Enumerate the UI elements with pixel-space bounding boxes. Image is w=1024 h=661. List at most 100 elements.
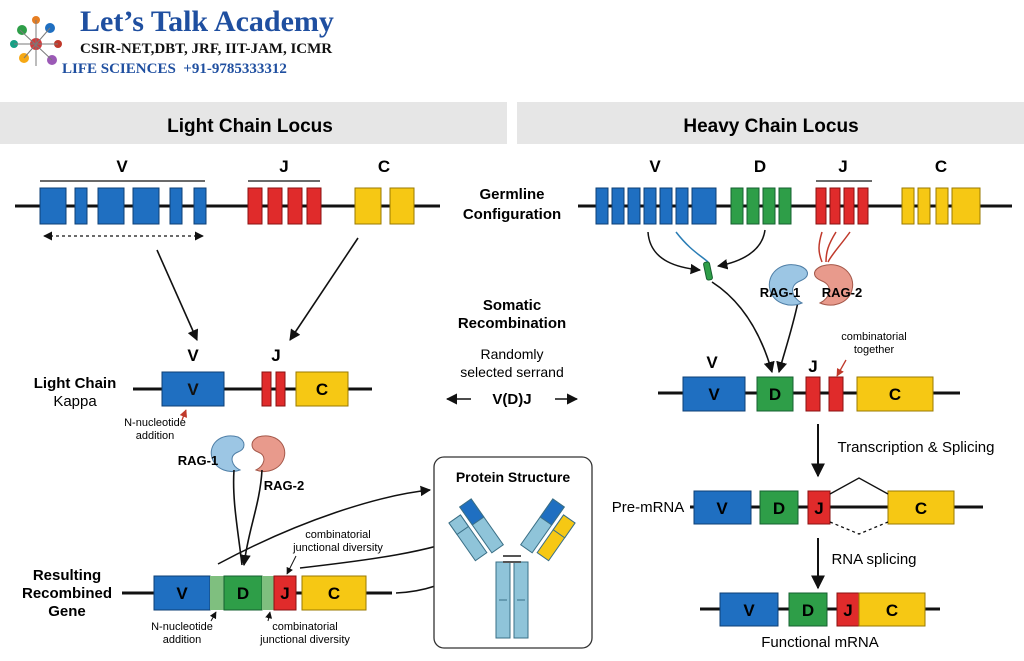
heavy-rag2-label: RAG-2	[822, 285, 862, 300]
light-j-segment	[247, 187, 263, 225]
random-label-line1: Randomly	[480, 346, 543, 362]
heavy-vdj-v-top: V	[706, 353, 718, 372]
functional-c-text: C	[886, 601, 898, 620]
heavy-v-label: V	[649, 157, 661, 176]
academy-title: Let’s Talk Academy	[80, 5, 334, 38]
heavy-j-segment	[815, 187, 827, 225]
heavy-vdj-j-top: J	[808, 357, 817, 376]
recombined-label-line2: Recombined	[22, 585, 112, 602]
pre-mrna-d-text: D	[773, 499, 785, 518]
functional-v-segment	[719, 592, 779, 627]
heavy-germline-locus	[578, 180, 1012, 225]
light-v-segment	[169, 187, 183, 225]
light-v-segment	[74, 187, 88, 225]
somatic-label-line1: Somatic	[483, 297, 541, 314]
n-nucleotide-pointer	[179, 409, 188, 421]
heavy-vdj-d-text: D	[769, 385, 781, 404]
recombined-d-segment	[223, 575, 263, 611]
recombined-d-text: D	[237, 584, 249, 603]
kappa-v-segment	[161, 371, 225, 407]
somatic-label-line2: Recombination	[458, 315, 566, 332]
heavy-rag1-label: RAG-1	[760, 285, 800, 300]
functional-d-segment	[788, 592, 828, 627]
transcription-label: Transcription & Splicing	[837, 439, 994, 456]
light-v-label: V	[116, 157, 128, 176]
rna-splicing-label: RNA splicing	[831, 551, 916, 568]
kappa-n-nuc-line1: N-nucleotide	[124, 417, 186, 429]
academy-subtitle: CSIR-NET,DBT, JRF, IIT-JAM, ICMR	[80, 41, 332, 57]
light-c-segment	[389, 187, 415, 225]
heavy-v-segment	[595, 187, 609, 225]
arrow-c-to-kappa	[289, 237, 359, 341]
kappa-label-line1: Light Chain	[34, 375, 117, 392]
light-v-segment	[39, 187, 67, 225]
heavy-d-segment	[762, 187, 776, 225]
heavy-vdj-j-segment	[805, 376, 821, 412]
arrow-v-to-kappa	[156, 249, 199, 342]
heavy-vdj-v-segment	[682, 376, 746, 412]
heavy-v-segment	[691, 187, 717, 225]
recombined-c-segment	[301, 575, 367, 611]
arrow-rag-to-vdj	[776, 301, 799, 374]
recombined-label-line3: Gene	[48, 603, 86, 620]
heavy-vdj-j-segment	[828, 376, 844, 412]
heavy-c-segment	[935, 187, 949, 225]
heavy-j-segment	[829, 187, 841, 225]
rag1-shape	[210, 435, 245, 472]
red-strands	[818, 231, 851, 263]
heavy-d-segment	[746, 187, 760, 225]
recombined-comb-bottom-line2: junctional diversity	[259, 634, 350, 646]
pre-mrna-label: Pre-mRNA	[612, 499, 685, 516]
light-c-segment	[354, 187, 382, 225]
random-label-line2: selected serrand	[460, 364, 564, 380]
heavy-vdj-v-text: V	[708, 385, 720, 404]
recombined-j-text: J	[280, 584, 289, 603]
recombined-n-nuc-line1: N-nucleotide	[151, 621, 213, 633]
heavy-v-segment	[643, 187, 657, 225]
light-germline-locus	[15, 180, 440, 241]
blue-strand	[675, 231, 709, 263]
germline-label-line2: Configuration	[463, 206, 561, 223]
light-j-segment	[267, 187, 283, 225]
light-rag1-label: RAG-1	[178, 453, 218, 468]
splice-connector-top	[829, 477, 889, 495]
heavy-j-segment	[857, 187, 869, 225]
recombined-c-text: C	[328, 584, 340, 603]
kappa-n-nuc-line2: addition	[136, 430, 175, 442]
light-v-segment	[97, 187, 125, 225]
kappa-j-segment	[261, 371, 272, 407]
academy-tagline: LIFE SCIENCES +91-9785333312	[62, 61, 287, 77]
pre-mrna-v-segment	[693, 490, 752, 525]
heavy-rag-complex	[768, 264, 854, 306]
heavy-c-segment	[901, 187, 915, 225]
recombined-comb-bottom-line1: combinatorial	[272, 621, 337, 633]
kappa-j-top-label: J	[271, 346, 280, 365]
kappa-c-segment	[295, 371, 349, 407]
heavy-c-label: C	[935, 157, 947, 176]
light-j-segment	[306, 187, 322, 225]
functional-d-text: D	[802, 601, 814, 620]
vdj-label: V(D)J	[492, 391, 531, 408]
recombined-v-text: V	[176, 584, 188, 603]
academy-logo	[10, 16, 62, 66]
heavy-comb-line1: combinatorial	[841, 331, 906, 343]
protein-structure-box	[433, 456, 593, 649]
pre-mrna-c-segment	[887, 490, 955, 525]
recombined-v-segment	[153, 575, 211, 611]
heavy-panel-title: Heavy Chain Locus	[683, 116, 858, 137]
heavy-comb-pointer	[836, 359, 847, 377]
arrow-recomb-to-vdj	[711, 281, 775, 374]
recombined-junction	[262, 576, 274, 610]
pre-mrna-d-segment	[759, 490, 799, 525]
light-panel-title: Light Chain Locus	[167, 116, 333, 137]
light-c-label: C	[378, 157, 390, 176]
heavy-vdj-c-segment	[856, 376, 934, 412]
functional-mrna	[700, 592, 940, 627]
heavy-j-segment	[843, 187, 855, 225]
heavy-vdj-d-segment	[756, 376, 794, 412]
arrow-to-protein-1	[217, 485, 432, 565]
dj-joined-fragment	[703, 261, 713, 281]
light-panel-header	[0, 102, 507, 144]
kappa-gene	[133, 371, 372, 407]
